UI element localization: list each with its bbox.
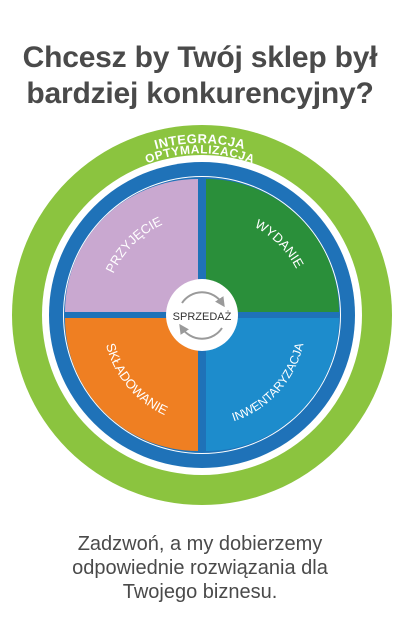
- inner-ring-white: [61, 174, 343, 456]
- process-diagram: INTEGRACJA OPTYMALIZACJA PRZYJĘCIE WYDAN…: [0, 110, 400, 530]
- headline: Chcesz by Twój sklep był bardziej konkur…: [0, 40, 400, 112]
- quadrant-wydanie: [206, 179, 339, 312]
- headline-line-2: bardziej konkurencyjny?: [26, 77, 374, 110]
- outer-ring-label: INTEGRACJA: [153, 131, 248, 152]
- quadrant-przyjecie: [65, 179, 198, 312]
- center-label: SPRZEDAŻ: [173, 310, 232, 323]
- call-to-action-text: Zadzwoń, a my dobierzemy odpowiednie roz…: [0, 532, 400, 604]
- footer-line-3: Twojego biznesu.: [122, 581, 278, 603]
- footer-line-2: odpowiednie rozwiązania dla: [72, 557, 328, 579]
- quadrant-skladowanie: [65, 318, 198, 451]
- refresh-cycle-icon: [179, 291, 225, 340]
- quadrant-inwentaryzacja: [206, 318, 339, 451]
- headline-line-1: Chcesz by Twój sklep był: [22, 41, 378, 74]
- footer-line-1: Zadzwoń, a my dobierzemy: [77, 533, 323, 555]
